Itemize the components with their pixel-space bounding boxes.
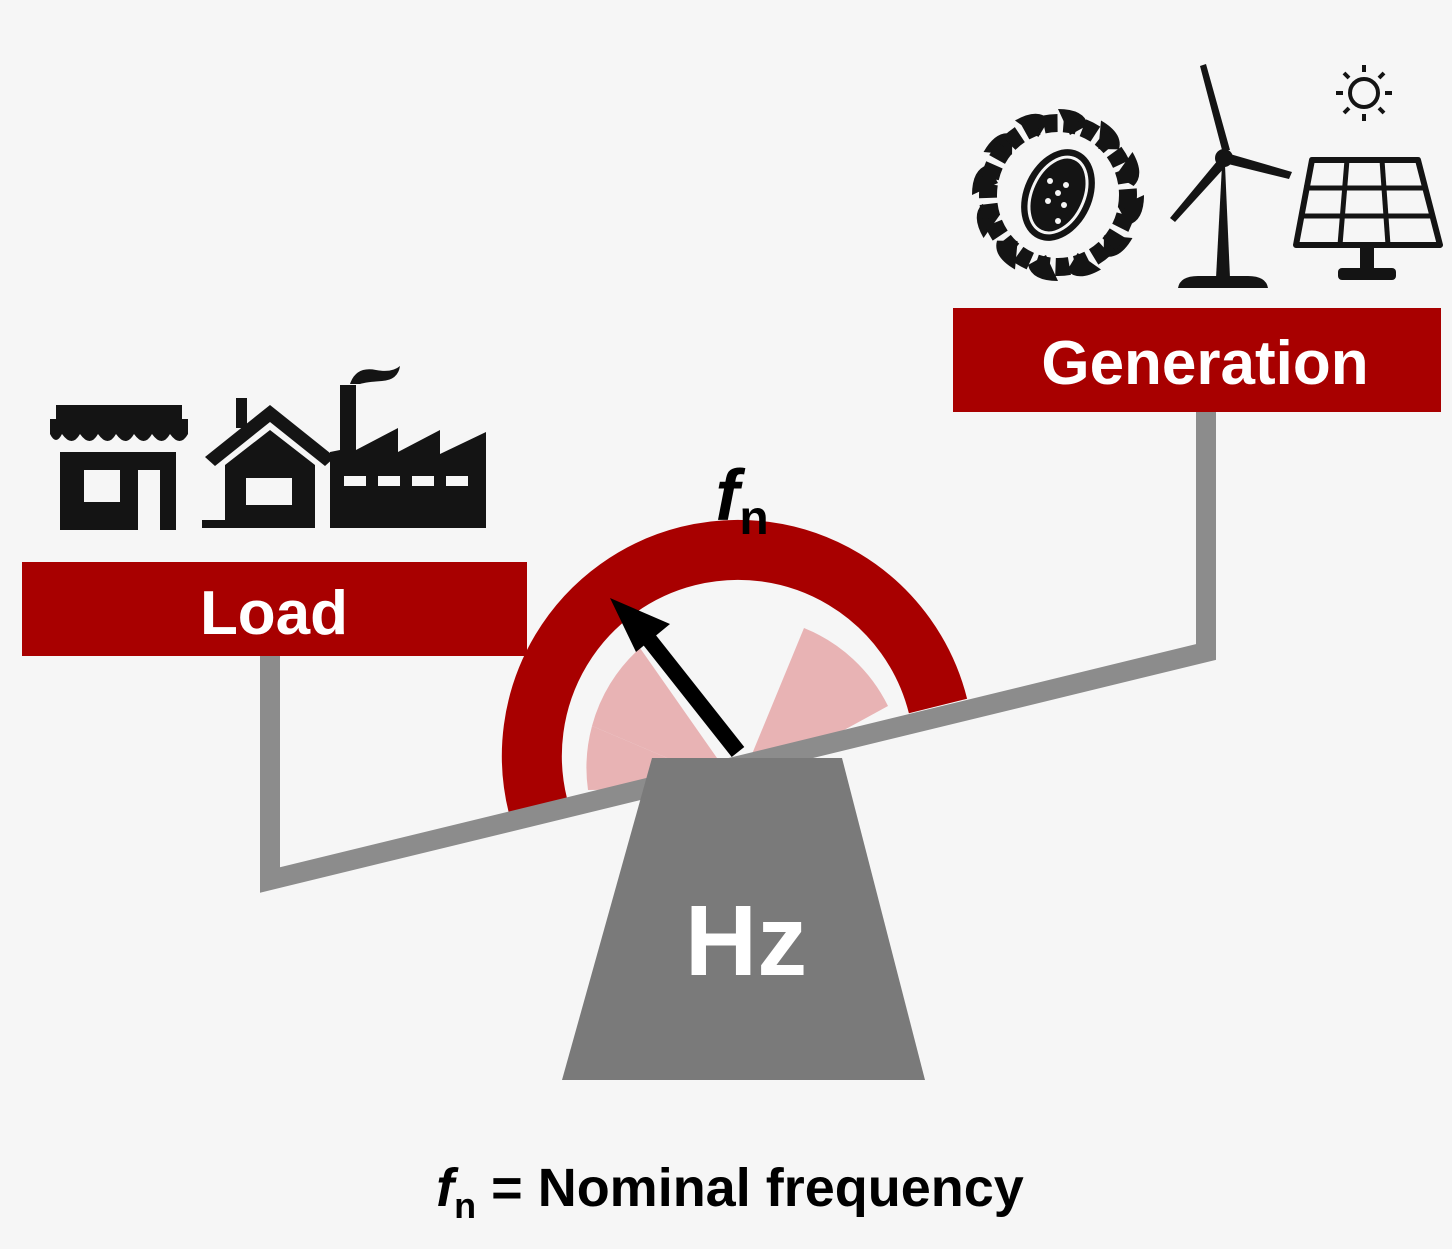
legend-text: = Nominal frequency bbox=[476, 1158, 1024, 1218]
factory-icon bbox=[330, 366, 486, 528]
gauge-left-band bbox=[592, 648, 738, 788]
load-label: Load bbox=[200, 579, 348, 648]
gauge-needle bbox=[610, 598, 745, 757]
wind-turbine-icon bbox=[1170, 64, 1292, 288]
solar-panel-icon bbox=[1293, 65, 1443, 280]
legend: fn = Nominal frequency bbox=[436, 1158, 1024, 1226]
load-bar: Load bbox=[22, 562, 527, 656]
sun-icon bbox=[1336, 65, 1392, 121]
legend-symbol-sub: n bbox=[454, 1185, 476, 1226]
fulcrum-unit-label: Hz bbox=[685, 885, 807, 997]
generation-bar: Generation bbox=[953, 308, 1441, 412]
shop-icon bbox=[50, 405, 188, 530]
fulcrum: Hz bbox=[562, 758, 925, 1080]
legend-symbol-main: f bbox=[436, 1158, 459, 1218]
gauge-symbol: fn bbox=[715, 456, 768, 545]
house-icon bbox=[202, 398, 335, 528]
generation-label: Generation bbox=[1041, 329, 1368, 398]
gauge-symbol-sub: n bbox=[739, 492, 768, 545]
water-turbine-icon bbox=[972, 109, 1144, 281]
gauge-ring bbox=[501, 519, 968, 814]
